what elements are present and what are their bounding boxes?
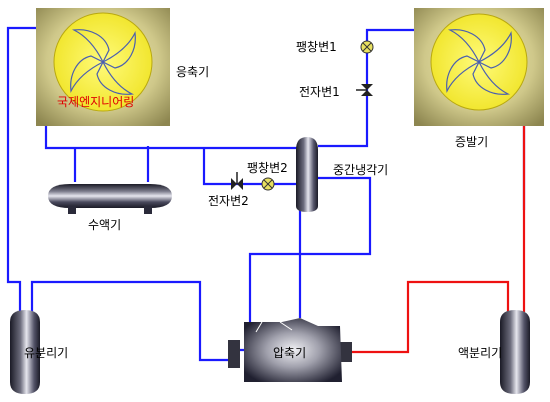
liquid-separator <box>500 310 530 394</box>
expansion-valve-icon <box>360 40 374 54</box>
solenoid-valve-icon <box>231 172 243 190</box>
receiver-label: 수액기 <box>88 218 122 232</box>
expansion-valve-1-label: 팽창변1 <box>296 40 337 54</box>
compressor-label: 압축기 <box>273 346 307 360</box>
intercooler-label: 중간냉각기 <box>333 163 389 177</box>
pipes-red <box>352 124 526 354</box>
liquid-separator-label: 액분리기 <box>458 346 503 360</box>
receiver <box>48 184 172 214</box>
expansion-valve-2-label: 팽창변2 <box>247 161 288 175</box>
fan-icon <box>446 29 512 95</box>
fan-icon <box>70 29 136 95</box>
intercooler <box>296 137 318 212</box>
compressor <box>228 318 352 382</box>
oil-separator-label: 유분리기 <box>24 346 69 360</box>
oil-separator <box>10 310 40 394</box>
solenoid-valve-icon <box>356 84 373 96</box>
evaporator <box>414 8 544 126</box>
evaporator-label: 증발기 <box>455 135 489 149</box>
solenoid-valve-2-label: 전자변2 <box>208 194 249 208</box>
condenser-label: 응축기 <box>176 65 210 79</box>
condenser <box>36 8 170 126</box>
brand-label: 국제엔지니어링 <box>57 95 135 109</box>
expansion-valve-icon <box>261 177 275 191</box>
solenoid-valve-1-label: 전자변1 <box>299 85 340 99</box>
